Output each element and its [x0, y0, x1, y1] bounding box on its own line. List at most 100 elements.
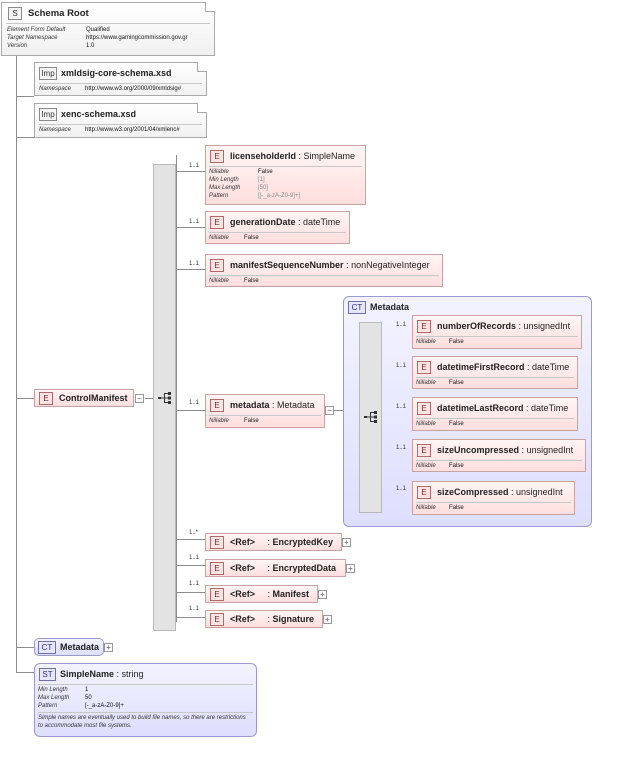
prop-value: Qualified [86, 27, 110, 33]
ref-separator: : [265, 537, 273, 547]
prop-key: Nillable [416, 463, 436, 469]
divider [38, 684, 253, 685]
sizeuncompressed-element[interactable]: E sizeUncompressed : unsignedInt Nillabl… [412, 439, 586, 472]
divider [209, 415, 321, 416]
ct-sequence-compositor[interactable] [359, 322, 382, 513]
expand-toggle[interactable]: + [104, 643, 113, 652]
cardinality: 1..1 [189, 555, 200, 561]
ref-title: <Ref> : EncryptedKey [230, 537, 333, 547]
divider [6, 23, 210, 24]
manifestsequencenumber-element[interactable]: E manifestSequenceNumber : nonNegativeIn… [205, 254, 443, 287]
type-separator: : [519, 445, 527, 455]
prop-key: Nillable [209, 278, 229, 284]
element-name: manifestSequenceNumber [230, 260, 344, 270]
complextype-tag-icon: CT [38, 641, 56, 654]
prop-key: Min Length [209, 177, 239, 183]
cardinality: 1..* [189, 530, 199, 536]
cardinality: 1..1 [396, 486, 407, 492]
expand-toggle[interactable]: + [346, 564, 355, 573]
prop-value: False [449, 339, 464, 345]
sequence-icon [158, 392, 171, 404]
controlmanifest-element[interactable]: E ControlManifest [34, 389, 134, 407]
ref-separator: : [265, 563, 273, 573]
element-title: metadata : Metadata [230, 400, 315, 410]
import-title: xenc-schema.xsd [61, 109, 137, 119]
expand-toggle[interactable]: + [323, 615, 332, 624]
simplename-connector [16, 672, 34, 673]
global-metadata-complextype[interactable]: CT Metadata [34, 638, 104, 656]
element-tag-icon: E [417, 402, 431, 415]
prop-value: False [449, 505, 464, 511]
controlmanifest-connector [16, 398, 34, 399]
prop-key: Nillable [209, 235, 229, 241]
import-box-xenc[interactable]: Imp xenc-schema.xsd Namespace http://www… [34, 103, 207, 138]
element-name: sizeCompressed [437, 487, 509, 497]
cardinality: 1..1 [396, 322, 407, 328]
prop-key: Nillable [209, 418, 229, 424]
import2-connector [16, 137, 34, 138]
ref-label: <Ref> [230, 563, 256, 573]
collapse-toggle[interactable]: − [325, 406, 334, 415]
controlmanifest-to-sequence-line [145, 398, 153, 399]
prop-value: http://www.w3.org/2000/09/xmldsig# [85, 86, 182, 92]
element-name: datetimeFirstRecord [437, 362, 525, 372]
simpletype-title: SimpleName : string [60, 669, 144, 679]
ref-name: EncryptedKey [272, 537, 334, 547]
numberofrecords-element[interactable]: E numberOfRecords : unsignedInt Nillable… [412, 315, 582, 349]
import-box-xmldsig[interactable]: Imp xmldsig-core-schema.xsd Namespace ht… [34, 62, 207, 96]
datetimefirstrecord-element[interactable]: E datetimeFirstRecord : dateTime Nillabl… [412, 356, 578, 389]
expand-toggle[interactable]: + [342, 538, 351, 547]
prop-value: False [449, 421, 464, 427]
element-title: generationDate : dateTime [230, 217, 340, 227]
collapse-toggle[interactable]: − [135, 394, 144, 403]
ref-title: <Ref> : Signature [230, 614, 314, 624]
element-tag-icon: E [417, 361, 431, 374]
element-title: sizeUncompressed : unsignedInt [437, 445, 573, 455]
prop-value: [[-_a-zA-Z0-9]+] [258, 193, 301, 199]
element-type: dateTime [531, 403, 569, 413]
element-title: datetimeFirstRecord : dateTime [437, 362, 569, 372]
schema-root-title: Schema Root [28, 8, 89, 19]
datetimelastrecord-element[interactable]: E datetimeLastRecord : dateTime Nillable… [412, 397, 578, 431]
ref-manifest-element[interactable]: E <Ref> : Manifest [205, 585, 318, 603]
branch-generationdate [176, 227, 205, 228]
ref-encryptedkey-element[interactable]: E <Ref> : EncryptedKey [205, 533, 342, 551]
divider [209, 232, 346, 233]
element-type: dateTime [532, 362, 570, 372]
prop-key: Min Length [38, 687, 68, 693]
global-metadata-connector [16, 647, 34, 648]
prop-key: Namespace [39, 86, 72, 92]
cardinality: 1..1 [396, 445, 407, 451]
schema-root-box[interactable]: S Schema Root Element Form Default Quali… [1, 2, 215, 56]
prop-value: False [258, 169, 273, 175]
element-type: unsignedInt [523, 321, 571, 331]
divider [416, 460, 582, 461]
type-separator: : [295, 217, 304, 227]
documentation-note: Simple names are eventually used to buil… [38, 715, 246, 729]
cardinality: 1..1 [189, 261, 200, 267]
prop-key: Max Length [209, 185, 241, 191]
simplename-simpletype-box[interactable]: ST SimpleName : string Min Length 1 Max … [34, 663, 257, 737]
sequence-icon [364, 411, 377, 423]
prop-key: Nillable [416, 505, 436, 511]
expand-toggle[interactable]: + [318, 590, 327, 599]
type-separator: : [343, 260, 352, 270]
sizecompressed-element[interactable]: E sizeCompressed : unsignedInt Nillable … [412, 481, 575, 515]
divider [416, 502, 571, 503]
element-name: sizeUncompressed [437, 445, 520, 455]
ref-separator: : [265, 589, 273, 599]
element-tag-icon: E [417, 320, 431, 333]
element-type: dateTime [303, 217, 341, 227]
metadata-element[interactable]: E metadata : Metadata Nillable False [205, 394, 325, 428]
licenseholderid-element[interactable]: E licenseholderId : SimpleName Nillable … [205, 145, 366, 205]
ref-signature-element[interactable]: E <Ref> : Signature [205, 610, 323, 628]
sequence-compositor[interactable] [153, 164, 176, 631]
prop-key: Namespace [39, 127, 72, 133]
simpletype-name: SimpleName [60, 669, 115, 679]
ref-title: <Ref> : EncryptedData [230, 563, 336, 573]
ref-label: <Ref> [230, 589, 256, 599]
element-tag-icon: E [417, 444, 431, 457]
type-separator: : [296, 151, 304, 161]
ref-encrypteddata-element[interactable]: E <Ref> : EncryptedData [205, 559, 346, 577]
generationdate-element[interactable]: E generationDate : dateTime Nillable Fal… [205, 211, 350, 244]
